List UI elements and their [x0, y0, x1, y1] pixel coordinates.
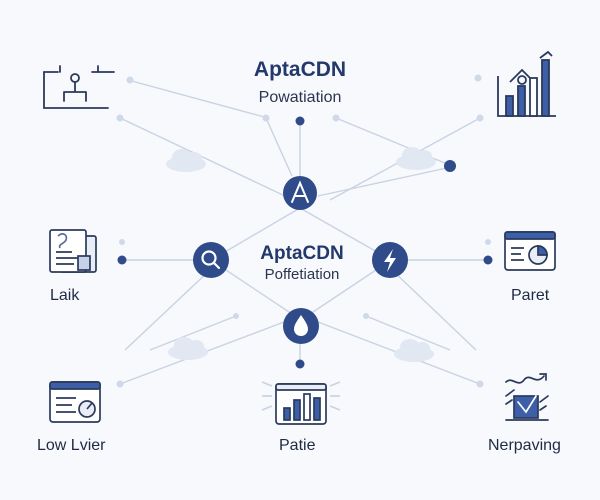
org-chart-icon [43, 65, 115, 109]
node-top-left[interactable] [40, 65, 115, 109]
connector-dots [116, 74, 493, 388]
cloud-icon [396, 147, 436, 170]
node-label-paret: Paret [511, 287, 550, 304]
letter-a-icon [291, 180, 309, 203]
cloud-icon [394, 339, 434, 362]
hub-node-left[interactable] [193, 242, 229, 278]
search-icon [201, 250, 221, 270]
node-label-nerpaving: Nerpaving [488, 437, 561, 454]
hub-node-right[interactable] [372, 242, 408, 278]
decorative-clouds [166, 147, 436, 362]
node-bottom-left[interactable] [49, 381, 101, 423]
node-bottom-center[interactable] [261, 381, 341, 425]
lightning-icon [384, 249, 396, 272]
node-mid-left[interactable] [49, 229, 97, 273]
building-bar-chart-icon [497, 50, 556, 117]
pie-chart-window-icon [504, 231, 556, 271]
node-label-low-lvier: Low Lvier [37, 437, 106, 454]
bar-chart-board-icon [261, 381, 341, 425]
diagram-title: AptaCDN [253, 58, 347, 81]
cloud-icon [166, 149, 206, 172]
droplet-icon [294, 315, 308, 336]
center-title: AptaCDN [260, 243, 344, 264]
diagram-subtitle: Powatiation [258, 89, 342, 106]
node-label-laik: Laik [50, 287, 80, 304]
node-label-patie: Patie [279, 437, 316, 454]
node-bottom-right[interactable] [505, 373, 549, 421]
hub-node-bottom[interactable] [283, 308, 319, 344]
cloud-icon [168, 337, 208, 360]
documents-icon [49, 229, 97, 273]
hub-node-top[interactable] [283, 176, 317, 210]
trend-chart-icon [505, 373, 549, 421]
node-mid-right[interactable] [504, 231, 556, 271]
gauge-window-icon [49, 381, 101, 423]
center-subtitle: Poffetiation [264, 266, 340, 283]
node-top-right[interactable] [497, 50, 556, 117]
